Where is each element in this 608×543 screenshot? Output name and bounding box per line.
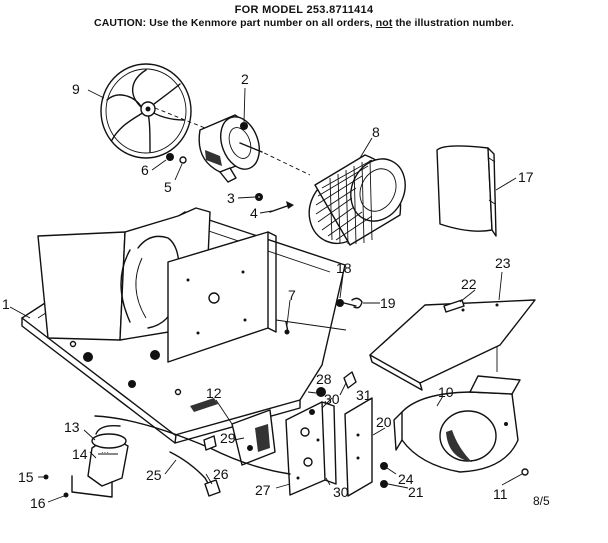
clip-31	[343, 371, 357, 389]
fan-motor	[198, 114, 263, 183]
label-26: 26	[213, 466, 229, 482]
label-3: 3	[227, 190, 235, 206]
label-5: 5	[164, 179, 172, 195]
screw-11	[521, 468, 529, 476]
label-27: 27	[255, 482, 271, 498]
label-14: 14	[72, 446, 88, 462]
knob-28	[316, 387, 326, 397]
bulkhead-partition	[167, 231, 347, 363]
blower-wheel	[308, 154, 406, 246]
shaft-leader	[154, 107, 206, 129]
blower-housing	[393, 375, 521, 473]
label-30-bottom: 30	[333, 484, 349, 500]
condenser-fan-blade	[100, 63, 192, 159]
control-bracket	[344, 397, 388, 497]
label-31: 31	[356, 387, 372, 403]
nut-6	[166, 153, 174, 161]
fasteners-18-19	[336, 297, 363, 309]
leader-lines	[9, 87, 523, 503]
label-12: 12	[206, 385, 222, 401]
evaporator-cover	[369, 299, 536, 391]
model-title: FOR MODEL 253.8711414	[234, 4, 374, 16]
nut-24	[380, 462, 388, 470]
label-1: 1	[2, 296, 10, 312]
screw-4	[269, 204, 291, 213]
label-22: 22	[461, 276, 477, 292]
access-panel	[436, 145, 497, 237]
part-number-labels: 9 2 6 5 3 4 8 17 1 7 18 19 22 23 10 11 1…	[2, 71, 534, 511]
label-2: 2	[241, 71, 249, 87]
control-panel	[285, 387, 337, 496]
label-16: 16	[30, 495, 46, 511]
shaft-leader-2	[257, 149, 311, 176]
label-18: 18	[336, 260, 352, 276]
label-29: 29	[220, 430, 236, 446]
switch-and-cord	[94, 409, 291, 497]
page-reference: 8/5	[533, 494, 550, 508]
nut-21	[380, 480, 388, 488]
label-20: 20	[376, 414, 392, 430]
label-9: 9	[72, 81, 80, 97]
capacitor: ···	[43, 424, 129, 498]
label-4: 4	[250, 205, 258, 221]
label-10: 10	[438, 384, 454, 400]
label-6: 6	[141, 162, 149, 178]
label-8: 8	[372, 124, 380, 140]
label-23: 23	[495, 255, 511, 271]
caution-suffix: the illustration number.	[392, 17, 514, 29]
label-21: 21	[408, 484, 424, 500]
label-7: 7	[288, 287, 296, 303]
label-17: 17	[518, 169, 534, 185]
label-11: 11	[493, 486, 508, 502]
label-15: 15	[18, 469, 34, 485]
caution-prefix: CAUTION: Use the Kenmore part number on …	[94, 17, 376, 29]
caution-note: CAUTION: Use the Kenmore part number on …	[0, 17, 608, 29]
caution-not: not	[375, 17, 393, 29]
washer-5	[179, 156, 187, 164]
label-24: 24	[398, 471, 414, 487]
svg-text:···: ···	[101, 448, 109, 457]
label-25: 25	[146, 467, 162, 483]
label-13: 13	[64, 419, 80, 435]
label-28: 28	[316, 371, 332, 387]
label-30-top: 30	[324, 391, 340, 407]
motor-hardware	[166, 153, 294, 213]
label-19: 19	[380, 295, 396, 311]
